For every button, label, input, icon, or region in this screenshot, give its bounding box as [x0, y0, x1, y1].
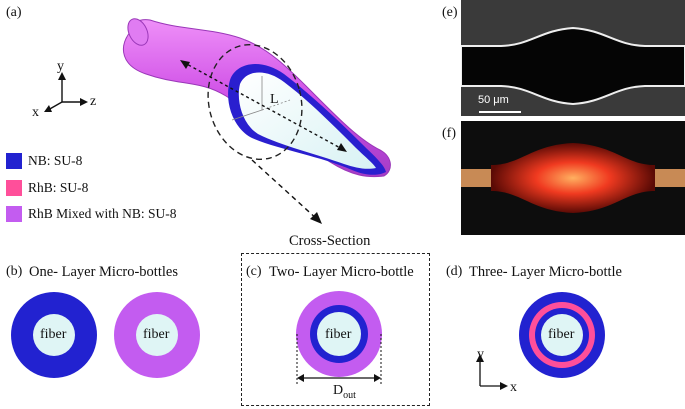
axes-a: [44, 72, 88, 112]
cross-section-label: Cross-Section: [289, 233, 371, 249]
legend-item-mixed: RhB Mixed with NB: SU-8: [6, 205, 177, 223]
panel-c-box: [241, 253, 430, 406]
legend-item-rhb: RhB: SU-8: [6, 179, 88, 197]
axis-y-label-d: y: [477, 347, 484, 362]
panel-d-label: (d): [446, 264, 463, 279]
panel-b-title: One- Layer Micro-bottles: [29, 264, 178, 280]
sem-image: [461, 0, 685, 116]
axes-d: [476, 354, 508, 390]
legend-text-mixed: RhB Mixed with NB: SU-8: [28, 206, 177, 221]
panel-e-label: (e): [442, 5, 458, 20]
cross-section-highlight: [207, 44, 303, 160]
one-layer-bottle-mixed: [114, 292, 200, 378]
fiber-label-c: fiber: [325, 327, 352, 342]
legend-swatch-mixed: [6, 206, 22, 222]
axis-z-label-a: z: [90, 94, 97, 109]
micro-bottle-3d-diagram: [44, 18, 391, 224]
axis-y-label-a: y: [57, 59, 64, 74]
d-out-main: D: [333, 383, 344, 398]
axis-x-label-a: x: [32, 105, 39, 120]
fiber-label-b2: fiber: [143, 327, 170, 342]
panel-d-title: Three- Layer Micro-bottle: [469, 264, 622, 280]
panel-b-label: (b): [6, 264, 23, 279]
d-out-label: Dout: [333, 384, 356, 401]
axis-x-label-d: x: [510, 380, 517, 395]
legend-swatch-nb: [6, 153, 22, 169]
cross-section-arrow: [251, 159, 319, 221]
two-layer-bottle: [296, 291, 382, 384]
legend-text-nb: NB: SU-8: [28, 153, 83, 168]
fluorescence-bottle-profile: [461, 121, 685, 235]
fluorescence-image: [461, 121, 685, 235]
panel-c-label: (c): [246, 264, 262, 279]
three-layer-bottle: [519, 292, 605, 378]
sem-bottle-profile: [461, 0, 685, 116]
legend-text-rhb: RhB: SU-8: [28, 180, 89, 195]
bottle-left-end: [127, 18, 149, 46]
scale-bar-label: 50 μm: [478, 94, 509, 106]
length-label: L: [270, 92, 279, 107]
panel-a-label: (a): [6, 5, 22, 20]
legend-swatch-rhb: [6, 180, 22, 196]
length-arrow: [182, 61, 345, 151]
fiber-label-b1: fiber: [40, 327, 67, 342]
legend-item-nb: NB: SU-8: [6, 152, 82, 170]
panel-c-title: Two- Layer Micro-bottle: [269, 264, 414, 280]
one-layer-bottle-nb: [11, 292, 97, 378]
d-out-sub: out: [343, 389, 356, 401]
panel-f-label: (f): [442, 126, 456, 141]
fiber-label-d: fiber: [548, 327, 575, 342]
